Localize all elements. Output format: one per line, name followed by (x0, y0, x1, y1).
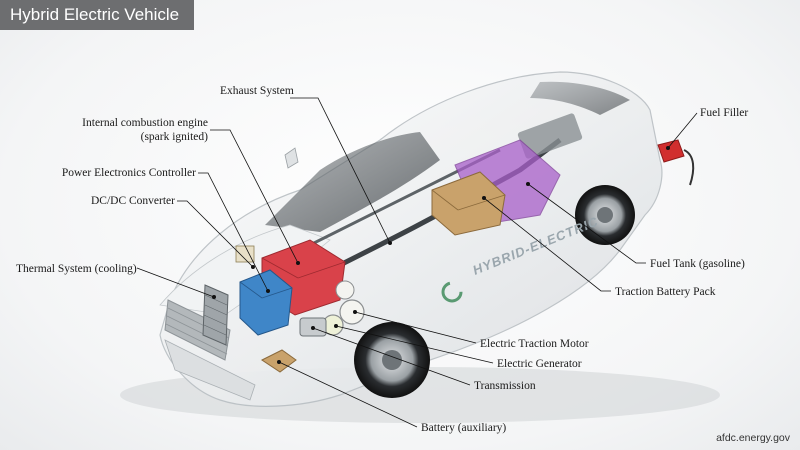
label-fuel-filler: Fuel Filler (700, 107, 749, 119)
leader-exhaust (290, 97, 391, 244)
label-combustion-engine-line1: Internal combustion engine (82, 117, 208, 129)
leader-pec (198, 172, 269, 292)
label-combustion-engine-line2: (spark ignited) (140, 131, 208, 143)
traction-battery-pack (431, 171, 506, 236)
leader-motor (354, 311, 477, 344)
windshield (265, 132, 440, 232)
leader-thermal (136, 267, 215, 298)
label-traction-battery-pack: Traction Battery Pack (615, 286, 716, 298)
hybrid-logo (441, 281, 463, 303)
leader-transmission (312, 327, 471, 386)
label-fuel-tank: Fuel Tank (gasoline) (650, 258, 745, 270)
dcdc-converter (235, 245, 255, 263)
leader-aux-battery (278, 361, 418, 428)
label-thermal-system: Thermal System (cooling) (16, 263, 137, 275)
fuel-nozzle-icon (657, 139, 695, 186)
lead-dots (212, 146, 670, 364)
radiator (202, 284, 229, 346)
label-exhaust-system: Exhaust System (220, 85, 294, 97)
leader-fuel-filler (667, 112, 698, 149)
source-credit: afdc.energy.gov (716, 432, 790, 444)
rear-window (530, 81, 630, 115)
power-electronics-controller (239, 269, 293, 336)
motor-housing (335, 280, 355, 300)
label-auxiliary-battery: Battery (auxiliary) (421, 422, 507, 434)
electric-traction-motor (339, 299, 365, 325)
diagram-title: Hybrid Electric Vehicle (0, 0, 194, 30)
leader-dcdc (177, 200, 254, 268)
label-transmission: Transmission (474, 380, 536, 392)
leader-traction-battery (483, 197, 611, 292)
radiator-fins (203, 294, 228, 336)
lead-lines (136, 97, 698, 428)
leader-fuel-tank (527, 183, 646, 264)
side-mirror (284, 147, 299, 169)
label-combustion-engine: Internal combustion engine (spark ignite… (80, 116, 208, 144)
label-dcdc-converter: DC/DC Converter (90, 195, 175, 207)
label-electric-generator: Electric Generator (497, 358, 582, 370)
leader-ice (210, 129, 299, 264)
leader-generator (335, 325, 494, 364)
rear-subframe (517, 113, 583, 159)
label-power-electronics-controller: Power Electronics Controller (61, 167, 196, 179)
label-electric-traction-motor: Electric Traction Motor (480, 338, 589, 350)
front-bumper (164, 339, 256, 401)
